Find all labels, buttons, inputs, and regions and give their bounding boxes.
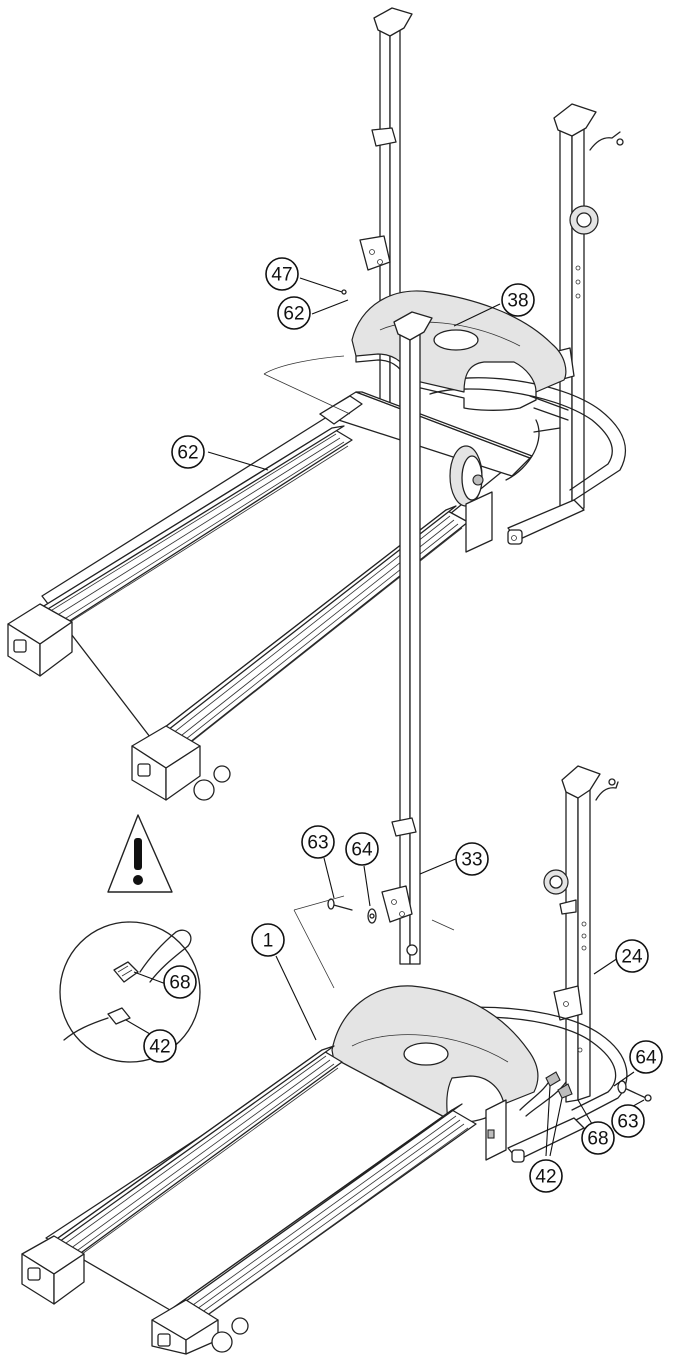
svg-text:42: 42	[535, 1167, 556, 1188]
callout-68-bottom: 68	[581, 1121, 615, 1155]
callout-63-left: 63	[301, 825, 335, 859]
callout-33: 33	[455, 842, 489, 876]
bottom-left-upright	[381, 311, 433, 965]
callout-42-detail: 42	[143, 1029, 177, 1063]
svg-text:47: 47	[271, 265, 292, 286]
svg-text:68: 68	[587, 1129, 608, 1150]
svg-text:63: 63	[307, 833, 328, 854]
callout-62-top-bolt: 62	[277, 296, 311, 330]
svg-text:64: 64	[351, 840, 373, 861]
svg-text:33: 33	[461, 850, 482, 871]
svg-text:68: 68	[169, 973, 190, 994]
top-deck	[7, 391, 540, 801]
bottom-right-upright	[543, 765, 619, 1103]
top-base-frame	[429, 377, 627, 545]
bolt-and-washer-left	[327, 898, 377, 924]
svg-text:62: 62	[177, 443, 198, 464]
svg-text:62: 62	[283, 304, 304, 325]
svg-text:24: 24	[621, 947, 643, 968]
callout-62-top-rail: 62	[171, 435, 205, 469]
connector-detail-circle	[59, 921, 201, 1063]
callout-68-detail: 68	[163, 965, 197, 999]
svg-text:42: 42	[149, 1037, 170, 1058]
callout-42-bottom: 42	[529, 1159, 563, 1193]
callout-47-top: 47	[265, 257, 299, 291]
svg-text:38: 38	[507, 291, 528, 312]
bottom-motor-cover	[331, 985, 539, 1124]
callout-64-right: 64	[629, 1040, 663, 1074]
svg-text:64: 64	[635, 1048, 657, 1069]
callout-63-right: 63	[611, 1104, 645, 1138]
callout-38-top: 38	[501, 283, 535, 317]
top-right-upright	[529, 103, 624, 515]
bottom-assembly-view: 63 64 33 24 1 68 42 64	[21, 311, 663, 1355]
callout-1: 1	[251, 923, 285, 957]
svg-text:1: 1	[263, 931, 274, 952]
top-assembly-view: 47 62 38 62	[7, 7, 627, 801]
svg-text:63: 63	[617, 1112, 638, 1133]
bottom-deck	[21, 1045, 593, 1355]
callout-24: 24	[615, 939, 649, 973]
callout-64-left: 64	[345, 832, 379, 866]
warning-triangle-icon	[107, 814, 173, 893]
